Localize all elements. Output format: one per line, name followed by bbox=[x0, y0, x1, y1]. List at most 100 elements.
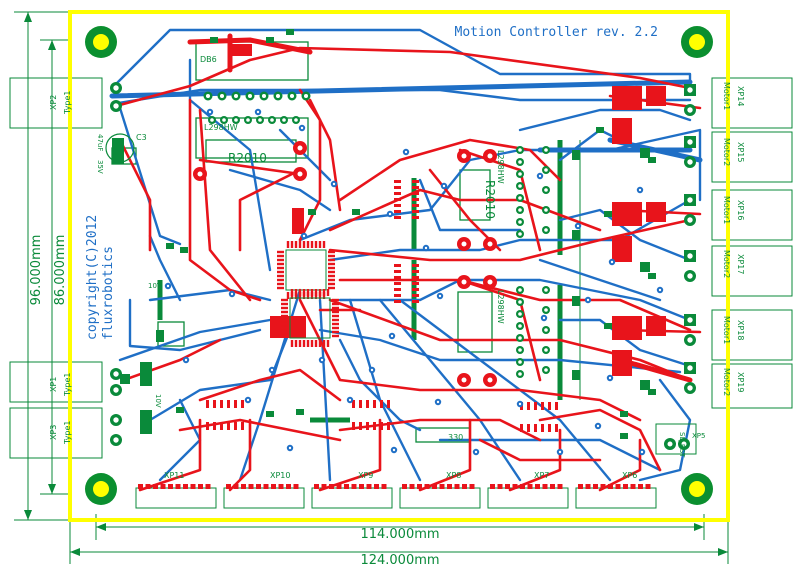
through-hole-pad bbox=[684, 250, 696, 262]
ic-pad bbox=[541, 424, 544, 432]
right-connector-ref: XP15 bbox=[736, 142, 745, 162]
ic-pad bbox=[352, 400, 355, 408]
ic-pad bbox=[213, 422, 216, 430]
ic-body-outline bbox=[289, 297, 331, 339]
via-drill bbox=[390, 334, 394, 338]
header-pin bbox=[168, 484, 173, 489]
ic-pad bbox=[412, 282, 419, 285]
header-pin bbox=[550, 484, 555, 489]
pad-drill bbox=[487, 279, 493, 285]
through-hole-pad bbox=[542, 166, 550, 174]
smd-part bbox=[308, 209, 316, 215]
ic-pad bbox=[277, 262, 284, 266]
through-hole-pads bbox=[105, 29, 696, 489]
dim-width-outer: 124.000mm bbox=[360, 553, 439, 568]
ic-pad bbox=[328, 262, 335, 266]
smd-part bbox=[296, 409, 304, 415]
pad-drill bbox=[487, 241, 493, 247]
bottom-trace bbox=[118, 318, 272, 362]
capacitor-c3 bbox=[105, 133, 135, 163]
ic-pad bbox=[412, 270, 419, 273]
ic-pad bbox=[328, 282, 335, 286]
vias bbox=[164, 108, 664, 456]
pad-drill bbox=[518, 160, 522, 164]
through-hole-pad bbox=[232, 116, 240, 124]
ic-pad bbox=[328, 286, 335, 290]
ic-pad bbox=[412, 264, 419, 267]
top-trace bbox=[318, 418, 382, 492]
ic-pad bbox=[412, 198, 419, 201]
top-trace bbox=[178, 418, 342, 442]
ic-pad bbox=[281, 302, 288, 306]
ic-pad bbox=[373, 400, 376, 408]
via-drill bbox=[442, 184, 446, 188]
ic-pad bbox=[281, 330, 288, 334]
right-connector-type: Motor1 bbox=[722, 196, 731, 224]
top-trace bbox=[338, 278, 692, 332]
smd-part bbox=[180, 247, 188, 253]
power-pad bbox=[483, 275, 497, 289]
bottom-connector-ref: XP9 bbox=[358, 471, 373, 480]
ic-pad bbox=[322, 340, 326, 347]
ic-pad bbox=[286, 241, 290, 248]
pad-drill bbox=[303, 93, 309, 99]
ic-pad bbox=[306, 289, 310, 296]
ic-pad bbox=[328, 274, 335, 278]
pad-drill bbox=[113, 85, 119, 91]
right-connector-type: Motor2 bbox=[722, 368, 731, 396]
dimension-arrows bbox=[24, 12, 728, 556]
xp3-type: Type1 bbox=[63, 421, 72, 445]
header-pin bbox=[585, 484, 591, 489]
bottom-trace bbox=[338, 278, 692, 322]
top-trace bbox=[238, 168, 302, 252]
mounting-hole-top-right bbox=[681, 26, 713, 58]
through-hole-pad bbox=[542, 346, 550, 354]
pad-drill bbox=[294, 118, 298, 122]
ic-pad bbox=[332, 326, 339, 330]
through-hole-pad bbox=[684, 334, 696, 346]
ic-body-outline bbox=[285, 249, 327, 291]
ic-pad bbox=[281, 306, 288, 310]
ic-pad bbox=[394, 300, 401, 303]
pad-drill bbox=[518, 148, 522, 152]
connector-housings bbox=[9, 77, 793, 509]
ic-pad bbox=[290, 241, 294, 248]
header-pin bbox=[271, 484, 276, 489]
top-trace bbox=[328, 298, 692, 382]
ic-pad bbox=[366, 422, 369, 430]
top-trace bbox=[328, 218, 692, 262]
through-hole-pad bbox=[516, 322, 524, 330]
ic-pad bbox=[281, 326, 288, 330]
header-pin bbox=[366, 484, 372, 489]
ic-pad bbox=[527, 402, 530, 410]
ic-pad bbox=[281, 322, 288, 326]
via bbox=[606, 374, 614, 382]
top-trace bbox=[228, 418, 252, 492]
through-hole-pad bbox=[516, 146, 524, 154]
pad-drill bbox=[518, 196, 522, 200]
pad-drill bbox=[518, 288, 522, 292]
through-hole-pad bbox=[245, 91, 255, 101]
top-trace bbox=[298, 88, 322, 242]
cap-voltage-label: 35V bbox=[96, 160, 104, 174]
header-pin bbox=[409, 484, 415, 489]
bottom-connector-ref: XP7 bbox=[534, 471, 549, 480]
pad-drill bbox=[544, 208, 548, 212]
through-hole-pad bbox=[516, 370, 524, 378]
ic-pad bbox=[394, 270, 401, 273]
via-drill bbox=[638, 188, 642, 192]
through-hole-pad bbox=[208, 116, 216, 124]
board-outline bbox=[68, 10, 730, 522]
via bbox=[298, 124, 306, 132]
smd-part bbox=[210, 37, 218, 43]
pad-drill bbox=[518, 372, 522, 376]
right-connector-type: Motor2 bbox=[722, 250, 731, 278]
pad-drill bbox=[687, 317, 693, 323]
ic-pad bbox=[412, 216, 419, 219]
pad-drill bbox=[687, 87, 693, 93]
header-pin bbox=[226, 484, 231, 489]
ic-pad bbox=[277, 278, 284, 282]
via-drill bbox=[538, 174, 542, 178]
ic-pad bbox=[290, 340, 294, 347]
